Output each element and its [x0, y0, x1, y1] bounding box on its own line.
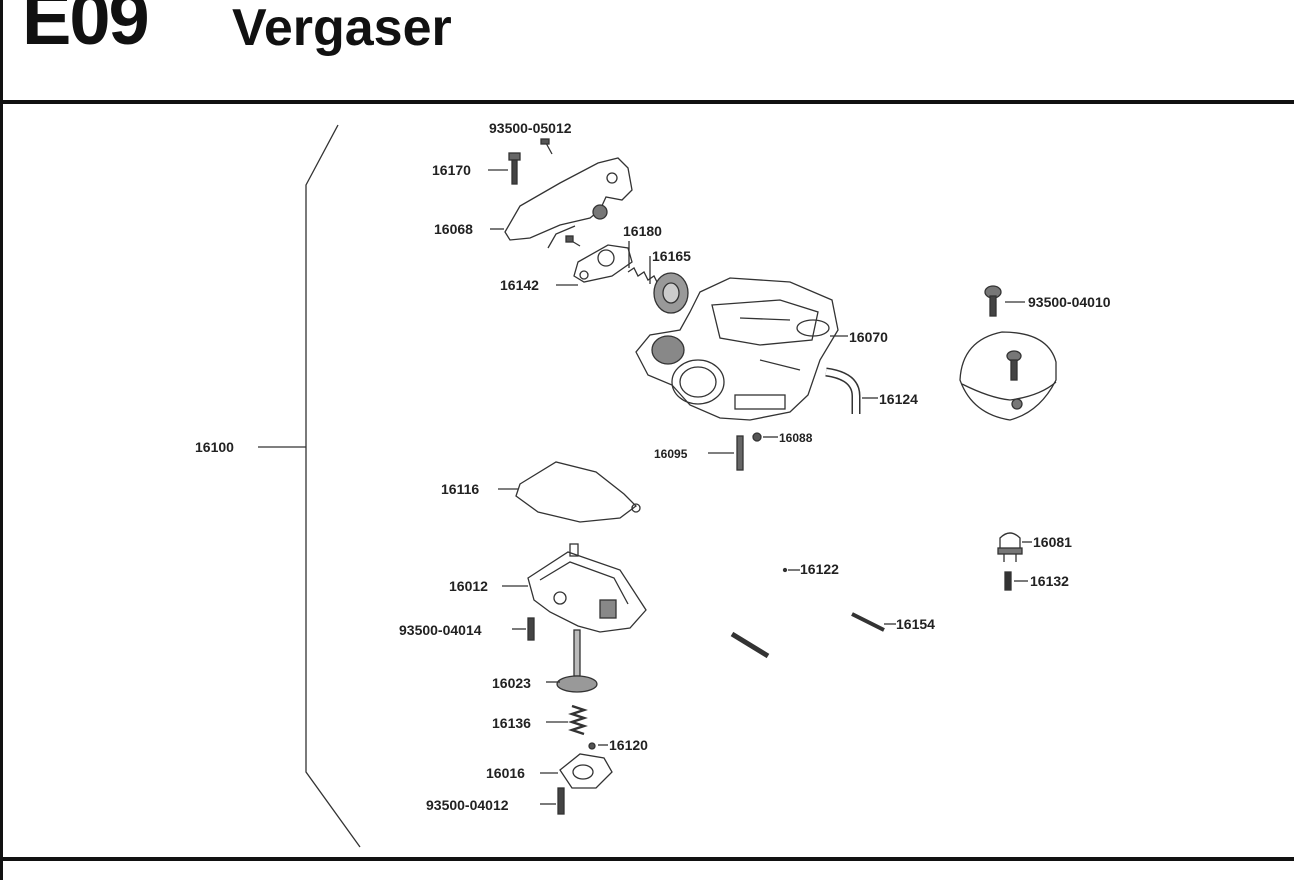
screw-93500-05012 [540, 138, 553, 155]
carburetor-body [635, 277, 839, 421]
float-chamber-16012 [527, 543, 647, 633]
o-ring-16070 [796, 319, 830, 337]
label-16170: 16170 [432, 162, 471, 178]
throttle-lever-16068 [504, 157, 633, 249]
label-16068: 16068 [434, 221, 473, 237]
label-16070: 16070 [849, 329, 888, 345]
adjusting-screw [730, 631, 770, 659]
page-title: Vergaser [232, 0, 452, 57]
label-16124: 16124 [879, 391, 918, 407]
label-16122: 16122 [800, 561, 839, 577]
label-16016: 16016 [486, 765, 525, 781]
label-16180: 16180 [623, 223, 662, 239]
label-16165: 16165 [652, 248, 691, 264]
label-16120: 16120 [609, 737, 648, 753]
label-16012: 16012 [449, 578, 488, 594]
o-ring-16088 [752, 432, 762, 442]
assembly-bracket [305, 124, 361, 848]
spring-16136 [568, 704, 588, 736]
cap-16081 [997, 532, 1023, 562]
label-16100: 16100 [195, 439, 234, 455]
bracket-16142 [573, 244, 633, 283]
label-16142: 16142 [500, 277, 539, 293]
label-16136: 16136 [492, 715, 531, 731]
footer-divider [0, 857, 1294, 861]
label-16154: 16154 [896, 616, 935, 632]
screw-93500-04012 [557, 787, 565, 815]
label-93500-04014: 93500-04014 [399, 622, 482, 638]
header-divider [0, 100, 1294, 104]
label-16116: 16116 [441, 481, 479, 497]
screw-93500-04010 [984, 285, 1002, 317]
label-93500-04012: 93500-04012 [426, 797, 509, 813]
label-93500-04010: 93500-04010 [1028, 294, 1111, 310]
seal-16120 [588, 742, 596, 750]
exploded-parts-diagram: 93500-05012 16170 16068 16180 16165 1614… [0, 104, 1294, 857]
label-16081: 16081 [1033, 534, 1072, 550]
label-93500-05012: 93500-05012 [489, 120, 572, 136]
diaphragm-16165 [653, 272, 689, 314]
label-16088: 16088 [779, 431, 813, 445]
needle-16154 [851, 612, 885, 632]
screw-16170 [508, 152, 521, 185]
section-code: E09 [22, 0, 150, 60]
diagram-svg: 93500-05012 16170 16068 16180 16165 1614… [195, 120, 1111, 848]
jet-16122 [782, 567, 788, 573]
label-16023: 16023 [492, 675, 531, 691]
page-header: E09 Vergaser [0, 0, 1294, 103]
cover-16016 [559, 753, 613, 789]
gasket-16116 [515, 461, 637, 523]
small-screw [565, 235, 581, 247]
screw-16095 [736, 435, 744, 471]
jet-16132 [1004, 571, 1012, 591]
page-left-border [0, 0, 3, 880]
label-16132: 16132 [1030, 573, 1069, 589]
needle-diaphragm-16023 [556, 629, 598, 693]
screw-93500-04014 [527, 617, 535, 641]
top-cover [959, 331, 1057, 421]
label-16095: 16095 [654, 447, 688, 461]
